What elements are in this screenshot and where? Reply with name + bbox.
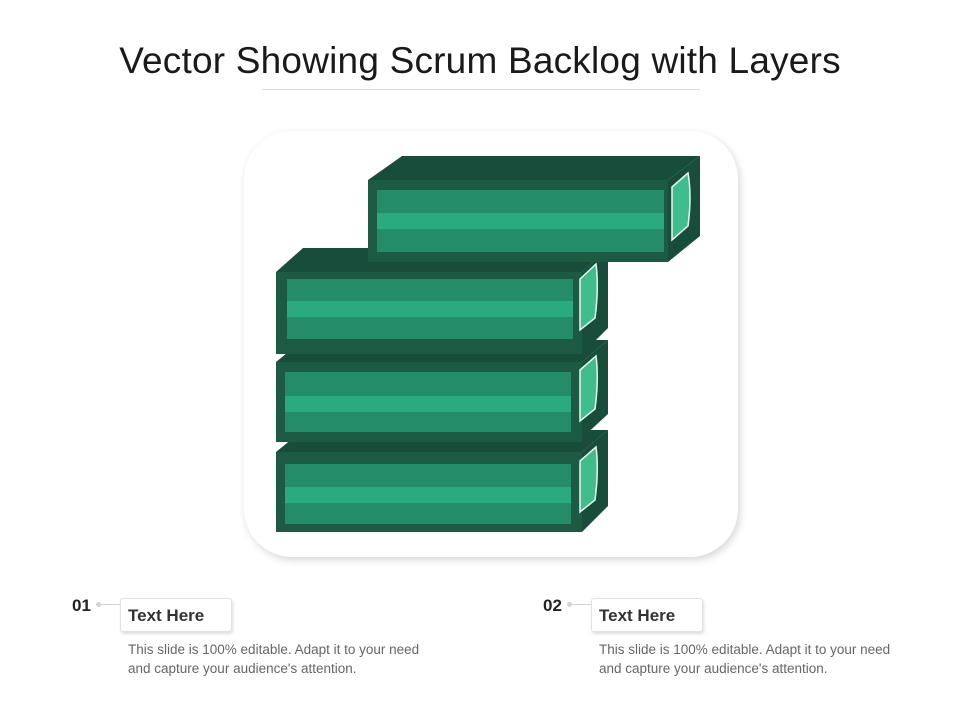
item-description: This slide is 100% editable. Adapt it to… — [599, 642, 891, 676]
item-number: 02 — [543, 596, 562, 615]
item-description: This slide is 100% editable. Adapt it to… — [128, 642, 420, 676]
item-heading: Text Here — [120, 598, 232, 632]
backlog-layer-3 — [276, 248, 608, 354]
title-divider — [262, 89, 700, 90]
backlog-layer-4 — [368, 156, 700, 262]
backlog-layer-2 — [276, 340, 608, 442]
backlog-layer-1 — [276, 430, 608, 532]
item-heading: Text Here — [591, 598, 703, 632]
connector-line — [567, 602, 603, 607]
connector-line — [96, 602, 132, 607]
slide-title: Vector Showing Scrum Backlog with Layers — [119, 40, 841, 81]
item-number: 01 — [72, 596, 91, 615]
